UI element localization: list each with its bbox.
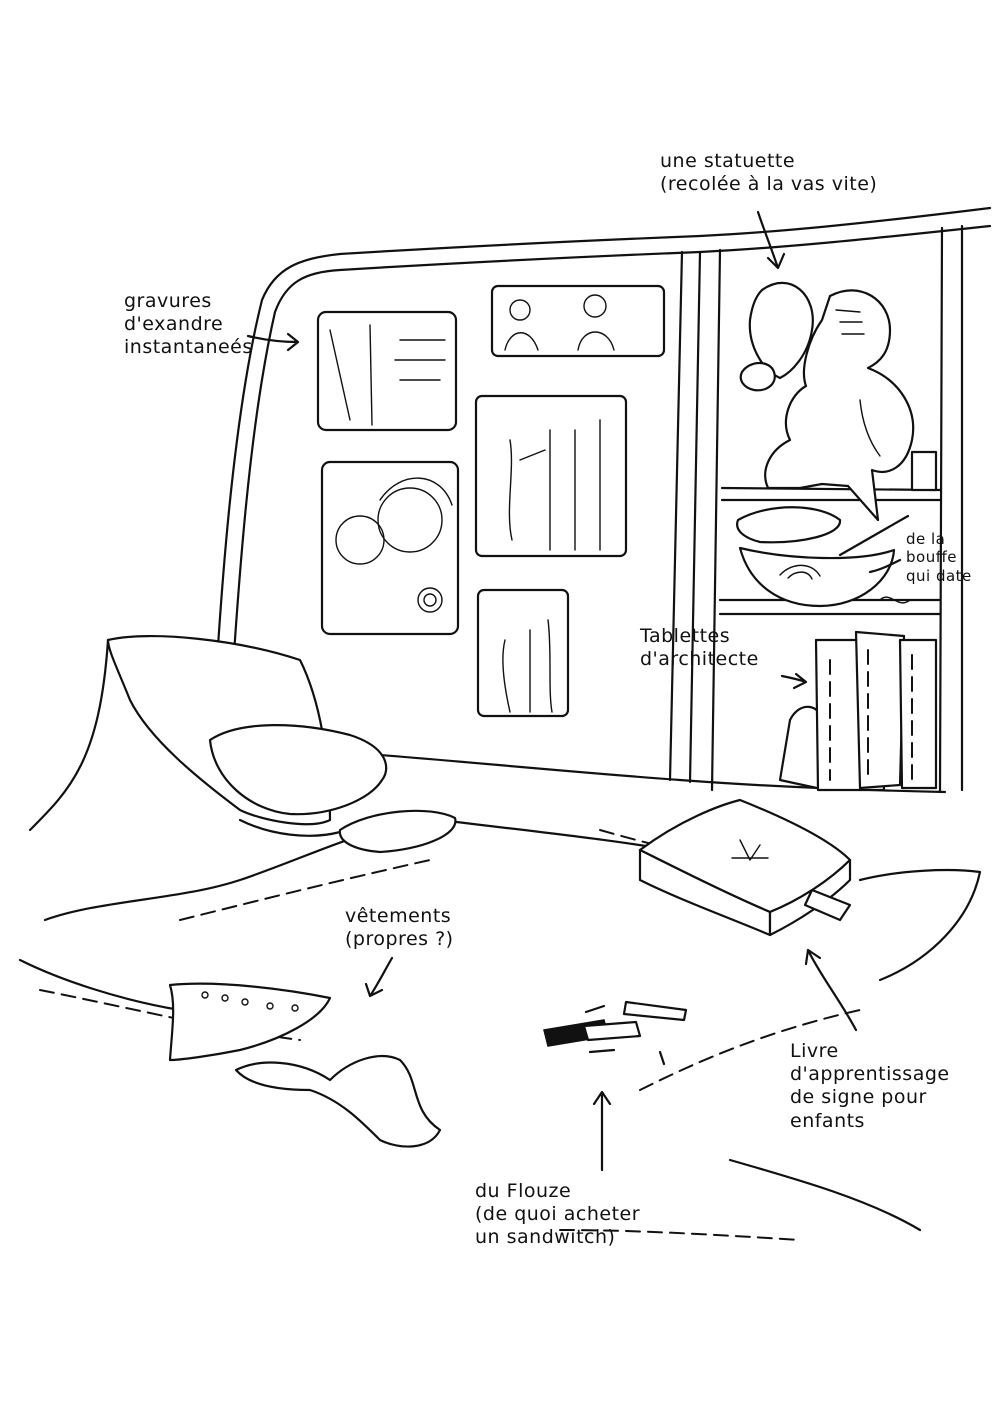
statuette bbox=[739, 281, 938, 522]
engraving-frame-1 bbox=[316, 310, 458, 432]
annotation-arrows bbox=[246, 210, 902, 1172]
engraving-frame-4 bbox=[320, 460, 460, 636]
annotation-money: du Flouze (de quoi acheter un sandwitch) bbox=[475, 1180, 641, 1249]
engraving-frame-5 bbox=[476, 588, 570, 718]
book-arrow bbox=[804, 948, 858, 1032]
food-arrow bbox=[868, 558, 902, 574]
sign-language-book bbox=[638, 798, 852, 937]
clothes-arrow bbox=[364, 956, 394, 998]
architect-tablets bbox=[778, 630, 938, 792]
annotation-engravings: gravures d'exandre instantaneés bbox=[124, 290, 253, 359]
tablets-arrow bbox=[780, 672, 808, 690]
clothes bbox=[168, 982, 442, 1148]
engravings-arrow bbox=[246, 332, 300, 352]
annotation-tablets: Tablettes d'architecte bbox=[640, 625, 759, 671]
engravings bbox=[316, 284, 666, 718]
engraving-frame-2 bbox=[490, 284, 666, 358]
statuette-arrow bbox=[756, 210, 786, 270]
pillows bbox=[106, 634, 388, 826]
money bbox=[543, 1000, 688, 1066]
annotation-food: de la bouffe qui date bbox=[906, 530, 972, 585]
engraving-frame-3 bbox=[474, 394, 628, 558]
annotation-clothes: vêtements (propres ?) bbox=[345, 905, 454, 951]
food-bowl bbox=[736, 506, 911, 608]
shelf-unit bbox=[668, 224, 964, 794]
annotation-statuette: une statuette (recolée à la vas vite) bbox=[660, 150, 878, 196]
annotation-book: Livre d'apprentissage de signe pour enfa… bbox=[790, 1040, 950, 1132]
money-arrow bbox=[592, 1090, 612, 1172]
